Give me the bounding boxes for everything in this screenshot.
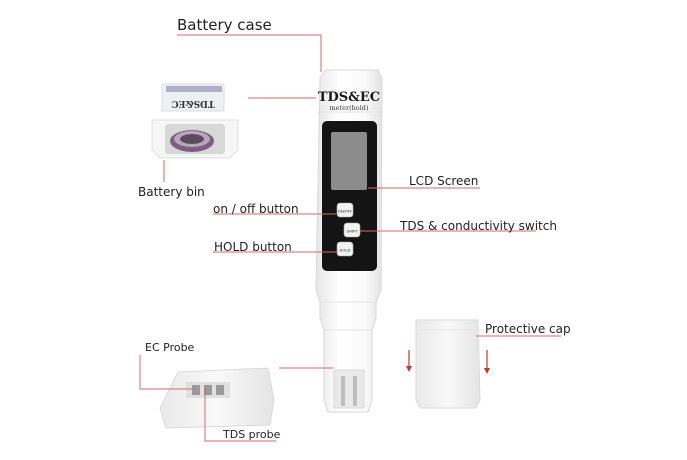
battery-bin (151, 119, 239, 159)
battery-cover: TDS&EC (161, 83, 225, 112)
lcd-display (331, 132, 367, 190)
protective-cap-label: Protective cap (485, 322, 571, 336)
tds-probe-label: TDS probe (223, 428, 281, 441)
protective-cap (415, 319, 481, 409)
battery-case-label: Battery case (177, 16, 272, 34)
leader-lines (139, 34, 561, 442)
battery-cover-text: TDS&EC (171, 98, 214, 108)
probe-tip (333, 369, 365, 409)
arrow-down-icon (484, 350, 490, 374)
device-subtitle: meter(hold) (330, 104, 369, 112)
on-off-button-label: on / off button (213, 202, 299, 216)
ec-probe-label: EC Probe (145, 341, 195, 354)
leader-ec-probe (139, 355, 196, 390)
lcd-screen-label: LCD Screen (409, 174, 479, 188)
device-brand: TDS&EC (318, 90, 380, 105)
shift-button-text: SHIFT (347, 229, 359, 234)
arrow-down-icon (406, 350, 412, 372)
probe-assembly (159, 367, 275, 429)
hold-button-text: HOLD (340, 248, 351, 253)
on-off-button-text: ON/OFF (338, 210, 352, 214)
hold-button[interactable]: HOLD (336, 241, 354, 257)
battery-bin-label: Battery bin (138, 185, 205, 199)
on-off-button[interactable]: ON/OFF (336, 202, 354, 218)
leader-battery-case (177, 34, 322, 72)
leader-tds-probe (204, 388, 276, 442)
hold-button-label: HOLD button (214, 240, 292, 254)
tds-conductivity-switch-label: TDS & conductivity switch (400, 219, 557, 233)
shift-button[interactable]: SHIFT (343, 222, 361, 238)
